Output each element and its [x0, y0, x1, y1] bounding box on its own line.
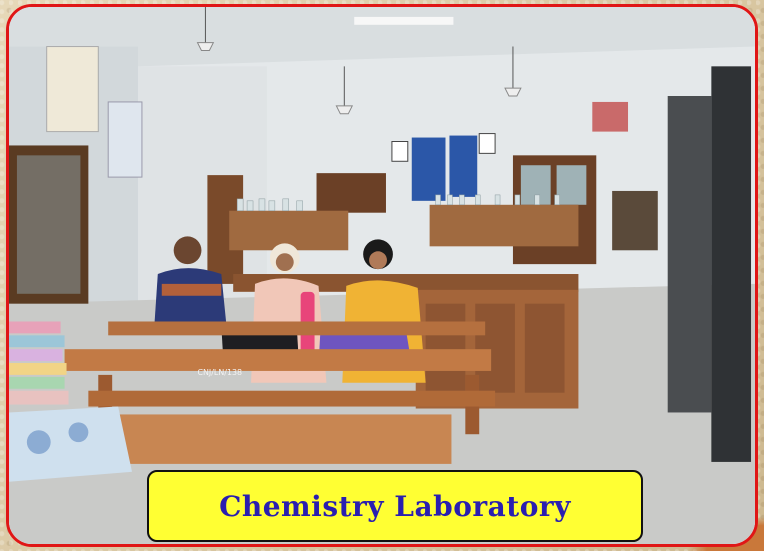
- instrument-box: [612, 190, 658, 251]
- counter-door: [524, 303, 565, 393]
- portrait: [478, 133, 496, 154]
- red-cloth: [592, 101, 629, 132]
- caption-title: Chemistry Laboratory: [219, 489, 571, 523]
- lab-scene: CNJ/LN/138: [9, 7, 755, 544]
- caption-box: Chemistry Laboratory: [147, 470, 643, 542]
- blue-chart: [449, 135, 478, 197]
- counter-door: [475, 303, 515, 393]
- window-glass: [16, 155, 81, 294]
- lab-photo: CNJ/LN/138 Chemistry Laboratory: [6, 4, 758, 547]
- pendant-lamp: [196, 42, 215, 52]
- bench-foreground: [104, 414, 452, 464]
- steel-almirah-door: [711, 66, 752, 462]
- floral-bag: [9, 406, 133, 482]
- blue-chart: [411, 137, 446, 201]
- reagent-shelf: [229, 210, 349, 251]
- student-left: [153, 236, 228, 334]
- wall-cabinet: [316, 173, 386, 213]
- pendant-lamp: [335, 105, 354, 115]
- ceiling: [9, 7, 755, 67]
- bench-front: [64, 349, 492, 371]
- bottles: [236, 194, 560, 211]
- counter-door: [425, 303, 466, 393]
- cabinet-glass: [556, 165, 587, 205]
- portrait: [391, 141, 409, 162]
- periodic-chart: [107, 101, 143, 178]
- counter-top: [233, 274, 579, 292]
- floral-pattern: [68, 422, 89, 443]
- bench-tag: CNJ/LN/138: [197, 368, 242, 377]
- reagent-shelf: [429, 204, 579, 247]
- wall-left: [137, 66, 267, 304]
- book-stack: [9, 321, 69, 405]
- floral-pattern: [26, 430, 51, 455]
- wall-chart: [46, 46, 99, 133]
- tube-light: [354, 16, 454, 25]
- bench-seat: [88, 390, 496, 407]
- bench-back: [108, 321, 486, 336]
- pendant-lamp: [504, 87, 522, 97]
- steel-almirah: [667, 96, 712, 413]
